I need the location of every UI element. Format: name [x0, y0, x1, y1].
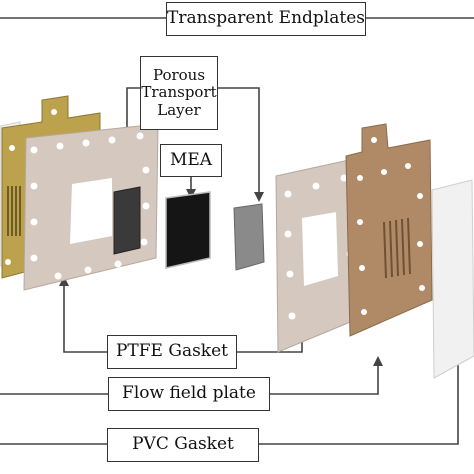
right-transparent-endplate	[431, 179, 474, 379]
label-mea: MEA	[160, 144, 222, 177]
label-ptfe-gasket: PTFE Gasket	[107, 335, 237, 369]
right-flow-field-plate	[345, 123, 433, 337]
leader-ptl-right	[218, 87, 260, 192]
right-ptfe-gasket	[275, 157, 361, 353]
leader-flowfield-right	[270, 366, 379, 395]
leader-lines	[0, 17, 474, 445]
right-porous-transport-layer	[233, 203, 265, 271]
left-porous-transport-layer	[113, 186, 141, 255]
label-pvc-gasket: PVC Gasket	[107, 428, 259, 462]
label-porous-transport-layer: Porous Transport Layer	[140, 56, 218, 130]
label-transparent-endplates: Transparent Endplates	[166, 2, 366, 36]
flow-channels	[383, 217, 411, 279]
leader-pvc-right	[259, 348, 459, 445]
membrane-electrode-assembly	[165, 191, 211, 269]
label-flow-field-plate: Flow field plate	[108, 377, 270, 411]
leader-ptfe-left	[63, 286, 107, 353]
gasket-holes	[30, 132, 150, 280]
flow-channels	[7, 186, 21, 236]
